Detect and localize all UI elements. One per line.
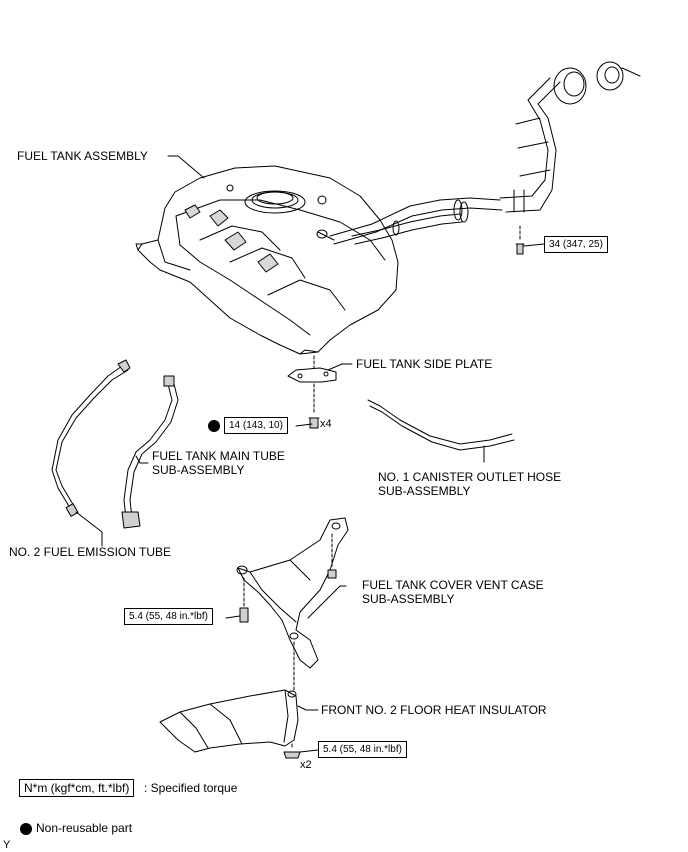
heat-insulator-drawing [159, 689, 301, 759]
non-reusable-dot-icon [208, 420, 220, 432]
legend-torque-unit-box: N*m (kgf*cm, ft.*lbf) [19, 779, 135, 797]
main-tube-drawing [121, 375, 179, 529]
legend-non-reusable-description: Non-reusable part [36, 821, 133, 835]
fuel-tank-drawing [135, 165, 399, 355]
vent-case-drawing [236, 517, 349, 691]
leader-lines [75, 155, 545, 753]
canister-outlet-hose-label-line1: NO. 1 CANISTER OUTLET HOSE [378, 470, 562, 484]
floor-heat-insulator-label: FRONT NO. 2 FLOOR HEAT INSULATOR [321, 703, 547, 717]
legend-non-reusable-dot-icon [20, 823, 32, 835]
torque-box-filler-bolt: 34 (347, 25) [544, 236, 608, 253]
fuel-tank-main-tube-label-line2: SUB-ASSEMBLY [152, 463, 245, 477]
torque-box-insulator-nut: 5.4 (55, 48 in.*lbf) [318, 741, 407, 758]
torque-box-side-plate-bolt: 14 (143, 10) [224, 417, 288, 434]
fuel-tank-side-plate-label: FUEL TANK SIDE PLATE [356, 357, 493, 371]
vent-case-label-line1: FUEL TANK COVER VENT CASE [362, 578, 544, 592]
canister-outlet-hose-label-line2: SUB-ASSEMBLY [378, 484, 471, 498]
emission-tube-drawing [51, 359, 131, 517]
side-plate-drawing [287, 355, 337, 429]
fuel-tank-assembly-label: FUEL TANK ASSEMBLY [17, 149, 148, 163]
corner-mark: Y [3, 839, 11, 851]
fuel-tank-main-tube-label-line1: FUEL TANK MAIN TUBE [152, 449, 285, 463]
filler-pipe-drawing [316, 61, 641, 255]
canister-hose-drawing [367, 399, 515, 451]
side-plate-bolt-quantity: x4 [320, 418, 332, 430]
legend-torque-description: : Specified torque [144, 781, 238, 795]
fuel-emission-tube-label: NO. 2 FUEL EMISSION TUBE [9, 545, 172, 559]
insulator-nut-quantity: x2 [300, 759, 312, 771]
torque-box-vent-case-bolt: 5.4 (55, 48 in.*lbf) [124, 608, 213, 625]
vent-case-label-line2: SUB-ASSEMBLY [362, 592, 455, 606]
